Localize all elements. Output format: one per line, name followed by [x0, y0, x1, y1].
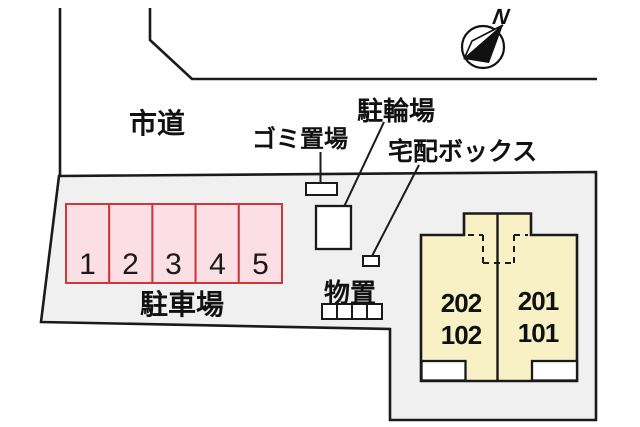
parking-stall-3	[151, 203, 197, 284]
parking-stall-number-4: 4	[209, 248, 226, 281]
compass-needle-light-icon	[463, 24, 504, 60]
building-entry-dashed-lines	[468, 234, 528, 264]
unit-number-102: 102	[440, 320, 482, 350]
delivery-box-leader-line	[370, 164, 420, 259]
building-right-entrance	[530, 359, 579, 382]
bicycle-parking-label: 駐輪場	[357, 96, 436, 126]
compass	[460, 24, 506, 70]
unit-number-201: 201	[517, 286, 559, 316]
bicycle-parking-box	[314, 204, 353, 251]
storage-shed-boxes	[321, 303, 383, 320]
compass-circle	[460, 24, 506, 70]
parking-stalls	[65, 203, 284, 284]
storage-box-4	[366, 303, 383, 320]
parking-stall-number-2: 2	[122, 248, 139, 281]
building-left-entrance	[420, 359, 467, 382]
parking-stall-number-3: 3	[165, 248, 182, 281]
building-outline	[419, 212, 579, 383]
building	[419, 212, 579, 383]
parking-stall-5	[237, 203, 284, 284]
unit-number-202: 202	[440, 288, 482, 318]
garbage-station-box	[305, 182, 338, 196]
city-road-label: 市道	[129, 108, 186, 139]
delivery-box-label: 宅配ボックス	[388, 138, 538, 166]
parking-lot-label: 駐車場	[140, 289, 225, 320]
unit-number-101: 101	[517, 318, 559, 348]
parking-stall-2	[108, 203, 154, 284]
parking-stall-number-5: 5	[252, 248, 269, 281]
road-edge-top-line	[148, 8, 597, 81]
delivery-box	[362, 255, 380, 267]
garbage-station-label: ゴミ置場	[252, 126, 348, 153]
storage-label: 物置	[324, 278, 377, 308]
parking-stall-number-1: 1	[79, 248, 96, 281]
